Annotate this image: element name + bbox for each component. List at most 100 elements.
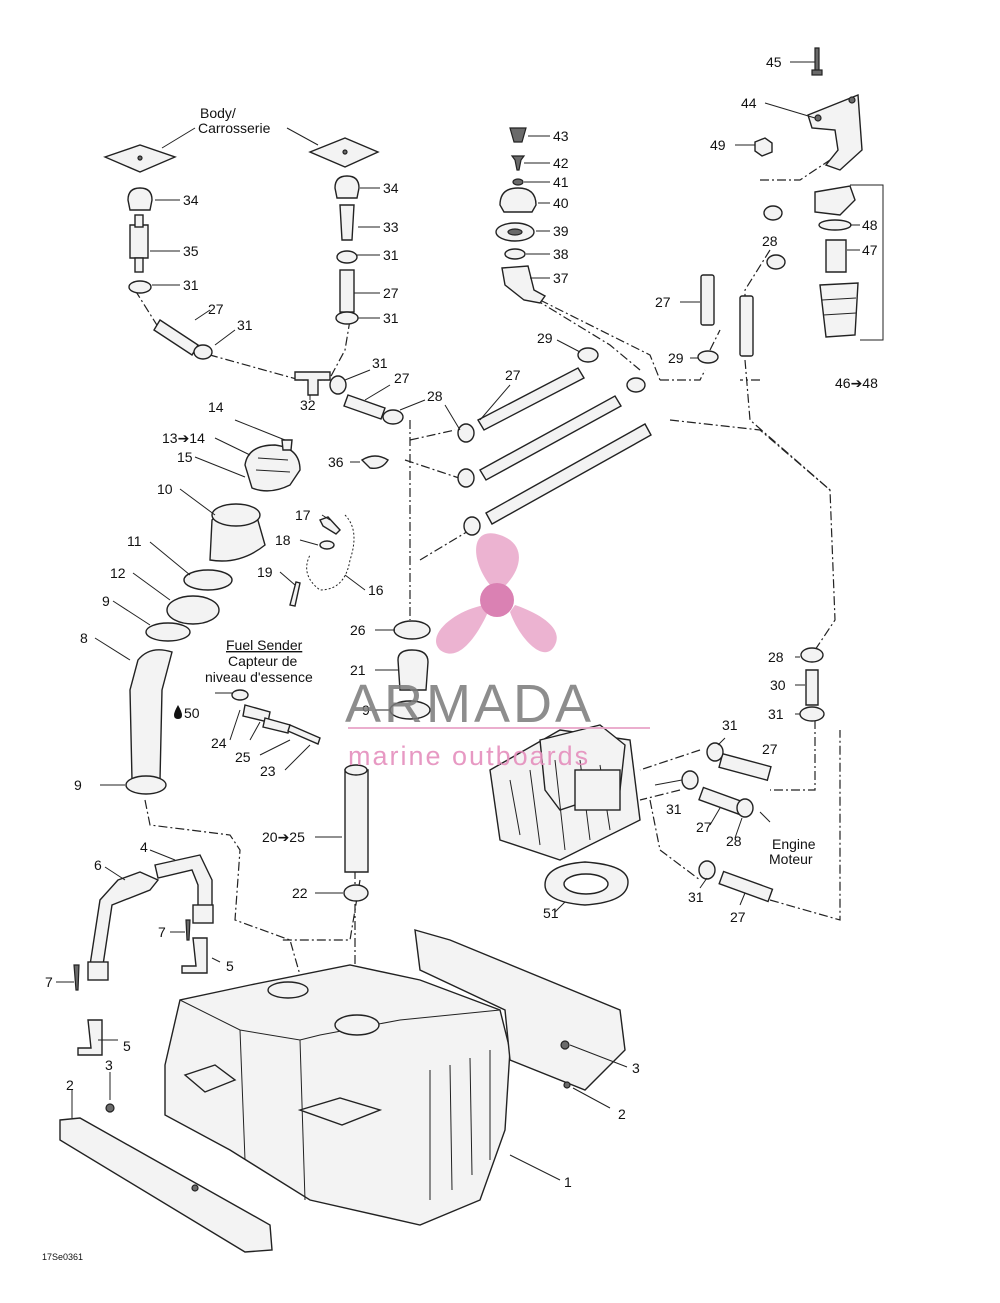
- part-label: 27: [730, 909, 746, 925]
- check-valve-33: [339, 204, 355, 241]
- grommet-34-left: [127, 187, 153, 211]
- part-label: 39: [553, 223, 569, 239]
- pin-19: [289, 581, 301, 607]
- part-label: 27: [655, 294, 671, 310]
- hose-27-long-1: [477, 367, 585, 431]
- part-label: 44: [741, 95, 757, 111]
- part-label: 37: [553, 270, 569, 286]
- part-label: 33: [383, 219, 399, 235]
- caption-fuel-sender-fr2: niveau d'essence: [205, 669, 313, 685]
- grommet-50: [231, 689, 249, 701]
- gasket-38: [504, 248, 526, 260]
- part-label: 22: [292, 885, 308, 901]
- washer-41: [512, 178, 524, 186]
- clamp-31-eng2: [681, 770, 699, 790]
- tether-16: [306, 514, 355, 591]
- clamp-31-left: [128, 280, 152, 294]
- clamp-28-right: [800, 647, 824, 663]
- part-label: 7: [45, 974, 53, 990]
- nut-49: [754, 137, 773, 157]
- part-label: 2: [66, 1077, 74, 1093]
- part-label: 9: [362, 702, 370, 718]
- part-label: 7: [158, 924, 166, 940]
- part-label: 36: [328, 454, 344, 470]
- part-label: 27: [696, 819, 712, 835]
- part-label: 34: [183, 192, 199, 208]
- tank-straps: [73, 854, 214, 1056]
- clamp-31-mid2: [335, 311, 359, 325]
- filler-neck-assembly: [125, 439, 389, 795]
- tank-body-1: [164, 964, 511, 1226]
- watermark-brand: ARMADA: [345, 674, 594, 734]
- clamp-31-eng1: [706, 742, 724, 762]
- clamp-28-a: [457, 423, 475, 443]
- clamp-9-bottom: [125, 775, 167, 795]
- cap-43: [509, 127, 527, 143]
- part-label: 29: [668, 350, 684, 366]
- part-label: 14: [208, 399, 224, 415]
- hose-27-long-3: [485, 423, 652, 525]
- part-label: 47: [862, 242, 878, 258]
- caption-engine-fr: Moteur: [769, 851, 813, 867]
- filler-cap-15: [244, 444, 301, 492]
- part-label: 10: [157, 481, 173, 497]
- tee-fitting-32: [294, 371, 331, 396]
- filter-47: [825, 239, 847, 273]
- part-label: 9: [102, 593, 110, 609]
- part-label: 12: [110, 565, 126, 581]
- fitting-30: [805, 669, 819, 706]
- part-label: 25: [235, 749, 251, 765]
- hose-27-short-top: [339, 269, 355, 313]
- vent-valve-37: [501, 265, 547, 304]
- plug-14: [281, 439, 293, 451]
- part-label: 1: [564, 1174, 572, 1190]
- connector-25: [262, 717, 291, 734]
- part-label: 5: [226, 958, 234, 974]
- vent-stack-center: [495, 127, 547, 304]
- fuel-tank: [59, 929, 626, 1253]
- screw-7-right: [185, 919, 191, 941]
- part-label: 8: [80, 630, 88, 646]
- screw-42: [510, 155, 526, 171]
- part-label: 3: [105, 1057, 113, 1073]
- propeller-hub: [480, 583, 514, 617]
- part-label: 31: [183, 277, 199, 293]
- clamp-31-eng3: [698, 860, 716, 880]
- part-label: 19: [257, 564, 273, 580]
- part-label: 2: [618, 1106, 626, 1122]
- clamp-29-b: [626, 377, 646, 393]
- clamp-29-a: [577, 347, 599, 363]
- part-label: 35: [183, 243, 199, 259]
- filter-head: [814, 185, 856, 216]
- bracket-5-left: [77, 1019, 103, 1056]
- washer-18: [319, 540, 335, 550]
- part-label: 21: [350, 662, 366, 678]
- fuel-sender-assembly: [231, 620, 431, 902]
- caption-drawing-code: 17Se0361: [42, 1252, 83, 1262]
- screw-3-left: [105, 1103, 115, 1113]
- part-label: 28: [762, 233, 778, 249]
- part-label: 41: [553, 174, 569, 190]
- part-labels: 45 44 49 43 42 41 40 39 38 37 48 47 28 2…: [45, 54, 878, 1190]
- part-label: 31: [372, 355, 388, 371]
- part-label: 18: [275, 532, 291, 548]
- part-label: 38: [553, 246, 569, 262]
- part-label: 27: [505, 367, 521, 383]
- clamp-36: [360, 455, 389, 470]
- part-label: 11: [127, 533, 142, 549]
- part-label: 51: [543, 905, 559, 921]
- part-label: 31: [688, 889, 704, 905]
- part-label: 49: [710, 137, 726, 153]
- part-label: 20➔25: [262, 829, 305, 845]
- caption-fuel-sender-fr1: Capteur de: [228, 653, 297, 669]
- part-label: 26: [350, 622, 366, 638]
- clamp-28-b: [457, 468, 475, 488]
- heat-shield-2-right: [414, 929, 626, 1091]
- part-label: 34: [383, 180, 399, 196]
- part-label: 31: [383, 310, 399, 326]
- bracket-44: [807, 93, 863, 171]
- part-label: 28: [726, 833, 742, 849]
- long-hoses: [457, 347, 652, 536]
- propeller-blade-right: [510, 605, 557, 653]
